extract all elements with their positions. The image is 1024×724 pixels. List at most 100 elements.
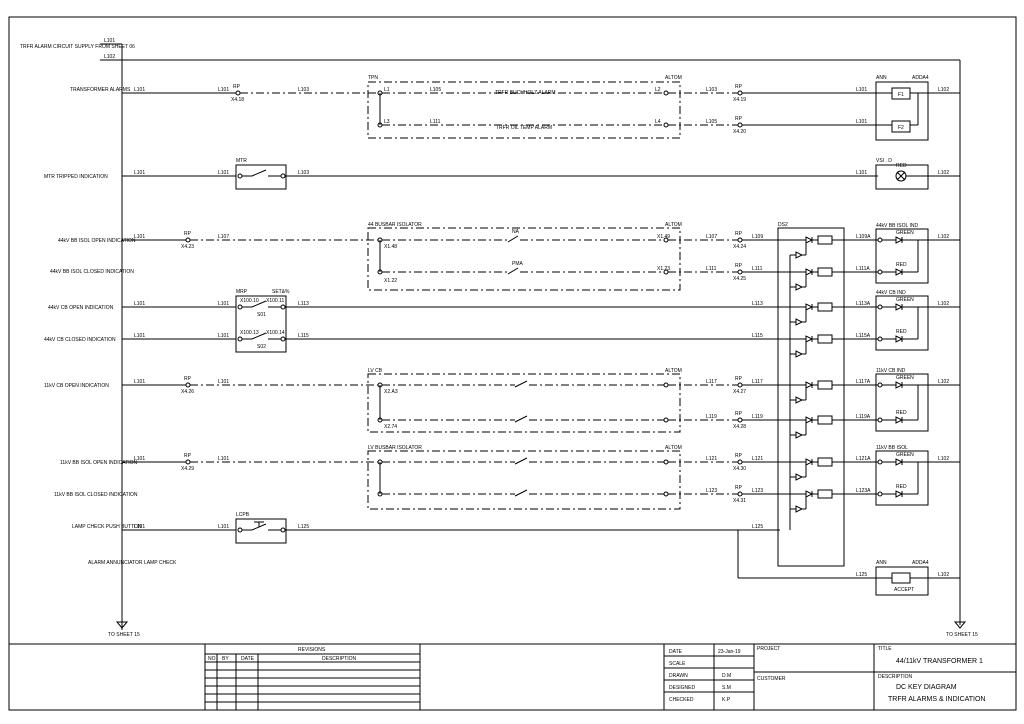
- svg-text:X2.A3: X2.A3: [384, 389, 398, 395]
- svg-text:11kV BB ISOL: 11kV BB ISOL: [876, 445, 908, 451]
- svg-text:RED: RED: [896, 410, 907, 416]
- svg-text:L101: L101: [218, 301, 229, 307]
- svg-text:RP: RP: [735, 116, 743, 122]
- svg-text:DESIGNED: DESIGNED: [669, 685, 696, 691]
- svg-text:L102: L102: [938, 170, 949, 176]
- buchholz-oiltemp-box: [367, 81, 681, 139]
- svg-text:L111: L111: [706, 266, 717, 272]
- resistor-icon: [817, 267, 833, 277]
- lv-cb-box: [367, 373, 681, 433]
- svg-text:L2: L2: [655, 87, 661, 93]
- indicator-wire-label: L123A: [856, 488, 871, 494]
- ds2-diode-matrix: [777, 227, 845, 567]
- svg-text:LV BUSBAR ISOLATOR: LV BUSBAR ISOLATOR: [368, 445, 422, 451]
- resistor-icon: [817, 380, 833, 390]
- svg-text:X4.23: X4.23: [181, 244, 194, 250]
- svg-text:RP: RP: [735, 411, 743, 417]
- svg-text:RED: RED: [896, 484, 907, 490]
- svg-text:L101: L101: [856, 170, 867, 176]
- svg-text:SCALE: SCALE: [669, 661, 686, 667]
- indicator-wire-label: L121A: [856, 456, 871, 462]
- diode-icon: [805, 458, 814, 466]
- svg-text:RP: RP: [735, 84, 743, 90]
- svg-text:L117: L117: [706, 379, 717, 385]
- svg-text:ALTOM: ALTOM: [665, 445, 682, 451]
- resistor-icon: [817, 235, 833, 245]
- svg-text:VSI . D: VSI . D: [876, 158, 892, 164]
- svg-text:L102: L102: [938, 379, 949, 385]
- svg-text:X4.25: X4.25: [733, 276, 746, 282]
- indicator-wire-label: L109A: [856, 234, 871, 240]
- svg-text:RED: RED: [896, 163, 907, 169]
- svg-text:L101: L101: [134, 379, 145, 385]
- svg-text:L102: L102: [938, 301, 949, 307]
- row-label-lamp-check: LAMP CHECK PUSH BUTTON: [72, 524, 142, 530]
- lv-busbar-isolator-box: [367, 450, 681, 510]
- resistor-icon: [817, 302, 833, 312]
- svg-text:L119: L119: [706, 414, 717, 420]
- svg-text:DATE: DATE: [669, 649, 683, 655]
- supply-wire-l101: L101: [104, 38, 115, 44]
- revisions-header: REVISIONS: [298, 647, 326, 653]
- svg-text:L101: L101: [134, 301, 145, 307]
- svg-text:ADDA4: ADDA4: [912, 75, 929, 81]
- diode-row: L119A: [780, 414, 878, 439]
- to-sheet-right: TO SHEET 15: [946, 632, 978, 638]
- svg-text:L103: L103: [706, 87, 717, 93]
- drawing-description-2: TRFR ALARMS & INDICATION: [888, 696, 986, 703]
- svg-text:X1.22: X1.22: [384, 278, 397, 284]
- mtr-contact-box: [235, 164, 287, 190]
- svg-text:MTR: MTR: [236, 158, 247, 164]
- annunciator-box: [875, 81, 929, 141]
- resistor-icon: [817, 334, 833, 344]
- svg-text:X4.31: X4.31: [733, 498, 746, 504]
- svg-text:X4.18: X4.18: [231, 97, 244, 103]
- svg-text:L123: L123: [752, 488, 763, 494]
- svg-text:L117: L117: [752, 379, 763, 385]
- diode-icon: [805, 303, 814, 311]
- svg-text:LCPB: LCPB: [236, 512, 250, 518]
- row-label-11kv-bb-isol-open: 11kV BB ISOL OPEN INDICATION: [60, 460, 138, 466]
- svg-text:L101: L101: [218, 379, 229, 385]
- svg-text:TITLE: TITLE: [878, 646, 892, 652]
- diode-icon: [795, 283, 804, 291]
- svg-text:MRP: MRP: [236, 289, 248, 295]
- drawing-description-1: DC KEY DIAGRAM: [896, 684, 957, 691]
- led-icon: [895, 335, 904, 343]
- svg-text:SET&%: SET&%: [272, 289, 290, 295]
- svg-text:ALTOM: ALTOM: [665, 222, 682, 228]
- diode-icon: [795, 505, 804, 513]
- row-label-44kv-bb-isol-closed: 44kV BB ISOL CLOSED INDICATION: [50, 269, 134, 275]
- svg-text:X4.27: X4.27: [733, 389, 746, 395]
- svg-text:LV CB: LV CB: [368, 368, 383, 374]
- svg-text:L102: L102: [938, 572, 949, 578]
- mrp-relay-box: [235, 295, 287, 353]
- diode-row: L113A: [780, 301, 878, 326]
- svg-text:L102: L102: [938, 234, 949, 240]
- diode-icon: [795, 431, 804, 439]
- diode-row: L123A: [780, 488, 878, 513]
- svg-text:RP: RP: [735, 263, 743, 269]
- svg-text:RP: RP: [735, 376, 743, 382]
- svg-text:DESCRIPTION: DESCRIPTION: [322, 656, 357, 662]
- resistor-icon: [817, 415, 833, 425]
- supply-wire-l102: L102: [104, 54, 115, 60]
- svg-text:GREEN: GREEN: [896, 375, 914, 381]
- svg-text:X1.49: X1.49: [657, 234, 670, 240]
- annunciator-accept-box: [875, 566, 929, 596]
- indicator-wire-label: L113A: [856, 301, 871, 307]
- svg-text:ANN: ANN: [876, 560, 887, 566]
- svg-text:L101: L101: [218, 456, 229, 462]
- svg-text:K.P: K.P: [722, 697, 731, 703]
- svg-text:L101: L101: [134, 234, 145, 240]
- supply-label: TRFR ALARM CIRCUIT SUPPLY FROM SHEET 06: [20, 44, 135, 50]
- svg-text:DS2: DS2: [778, 222, 788, 228]
- svg-text:TPN: TPN: [368, 75, 378, 81]
- svg-text:L1: L1: [384, 87, 390, 93]
- svg-text:D.M: D.M: [722, 673, 731, 679]
- svg-text:S01: S01: [257, 312, 266, 318]
- svg-text:ACCEPT: ACCEPT: [894, 587, 914, 593]
- svg-text:PROJECT: PROJECT: [757, 646, 780, 652]
- svg-text:L105: L105: [430, 87, 441, 93]
